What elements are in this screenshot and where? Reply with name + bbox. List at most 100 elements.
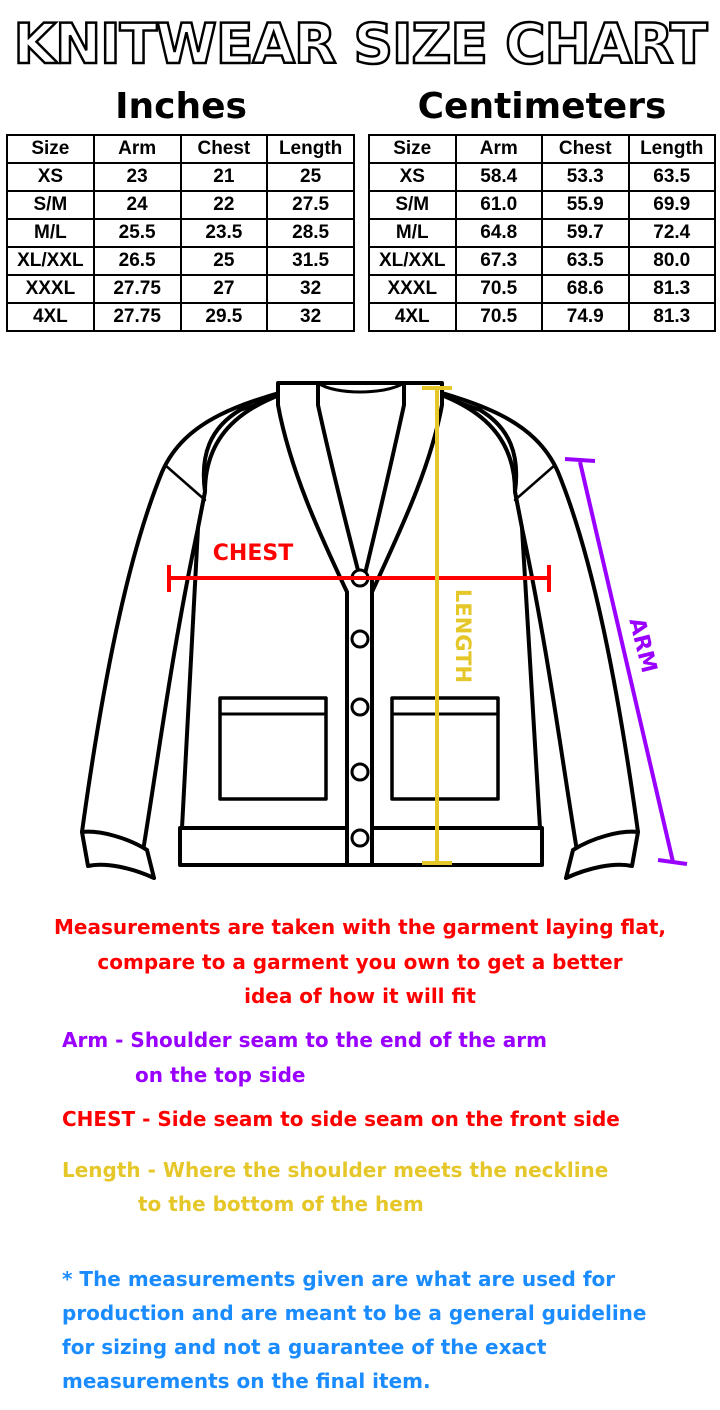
left-shoulder-seam xyxy=(163,463,207,502)
size-cell: 4XL xyxy=(368,302,457,332)
chest-cell: 74.9 xyxy=(541,302,630,332)
centimeters-size-table: Size Arm Chest Length XS 58.4 53.3 63.5 … xyxy=(368,134,716,332)
arm-cell: 27.75 xyxy=(92,274,182,304)
column-header: Chest xyxy=(541,134,630,164)
length-cell: 63.5 xyxy=(627,162,716,192)
centimeters-heading: Centimeters xyxy=(417,86,667,127)
column-header: Size xyxy=(6,134,95,164)
arm-cell: 23 xyxy=(92,162,182,192)
table-row: 4XL 70.5 74.9 81.3 xyxy=(368,302,716,332)
chest-label: CHEST xyxy=(213,541,293,566)
length-cell: 72.4 xyxy=(627,218,716,248)
inches-heading: Inches xyxy=(115,86,247,127)
chest-cell: 21 xyxy=(179,162,269,192)
table-header-row: Size Arm Chest Length xyxy=(6,134,355,164)
left-cuff xyxy=(80,829,156,880)
size-cell: M/L xyxy=(6,218,95,248)
chest-cell: 68.6 xyxy=(541,274,630,304)
arm-cell: 58.4 xyxy=(454,162,543,192)
arm-definition-line-1: Arm - Shoulder seam to the end of the ar… xyxy=(62,1028,547,1052)
table-row: S/M 24 22 27.5 xyxy=(6,190,355,220)
column-header: Chest xyxy=(179,134,269,164)
arm-cell: 70.5 xyxy=(454,274,543,304)
arm-cell: 70.5 xyxy=(454,302,543,332)
chest-cell: 55.9 xyxy=(541,190,630,220)
column-header: Length xyxy=(627,134,716,164)
chest-measure-line xyxy=(167,565,551,592)
size-cell: XXXL xyxy=(368,274,457,304)
disclaimer-line-2: production and are meant to be a general… xyxy=(62,1301,647,1325)
length-cell: 80.0 xyxy=(627,246,716,276)
size-cell: S/M xyxy=(368,190,457,220)
back-neckline xyxy=(316,381,406,394)
table-header-row: Size Arm Chest Length xyxy=(368,134,716,164)
arm-definition-line-2: on the top side xyxy=(135,1063,306,1087)
flat-note-line-2: compare to a garment you own to get a be… xyxy=(97,950,623,974)
length-cell: 31.5 xyxy=(266,246,355,276)
length-cell: 69.9 xyxy=(627,190,716,220)
arm-cell: 27.75 xyxy=(92,302,182,332)
button xyxy=(350,762,370,782)
size-cell: XS xyxy=(6,162,95,192)
disclaimer-line-3: for sizing and not a guarantee of the ex… xyxy=(62,1335,547,1359)
right-shoulder-seam xyxy=(513,463,557,502)
chest-cell: 29.5 xyxy=(179,302,269,332)
size-cell: XL/XXL xyxy=(6,246,95,276)
length-cell: 32 xyxy=(266,274,355,304)
length-measure-line xyxy=(422,386,452,865)
table-row: M/L 25.5 23.5 28.5 xyxy=(6,218,355,248)
arm-cell: 61.0 xyxy=(454,190,543,220)
length-cell: 32 xyxy=(266,302,355,332)
table-row: M/L 64.8 59.7 72.4 xyxy=(368,218,716,248)
table-row: S/M 61.0 55.9 69.9 xyxy=(368,190,716,220)
placket-band-right xyxy=(362,381,444,867)
disclaimer-line-4: measurements on the final item. xyxy=(62,1369,431,1393)
length-label: LENGTH xyxy=(451,589,475,683)
table-row: 4XL 27.75 29.5 32 xyxy=(6,302,355,332)
size-cell: XS xyxy=(368,162,457,192)
button xyxy=(350,697,370,717)
column-header: Size xyxy=(368,134,457,164)
chest-cell: 53.3 xyxy=(541,162,630,192)
inches-size-table: Size Arm Chest Length XS 23 21 25 S/M 24… xyxy=(6,134,355,332)
cardigan-diagram: CHEST LENGTH ARM xyxy=(80,381,688,880)
length-cell: 25 xyxy=(266,162,355,192)
flat-note-line-3: idea of how it will fit xyxy=(244,984,476,1008)
chest-definition: CHEST - Side seam to side seam on the fr… xyxy=(62,1107,620,1131)
column-header: Arm xyxy=(454,134,543,164)
column-header: Length xyxy=(266,134,355,164)
table-row: XS 58.4 53.3 63.5 xyxy=(368,162,716,192)
length-definition-line-2: to the bottom of the hem xyxy=(138,1192,424,1216)
button xyxy=(350,629,370,649)
table-row: XL/XXL 26.5 25 31.5 xyxy=(6,246,355,276)
table-row: XXXL 70.5 68.6 81.3 xyxy=(368,274,716,304)
table-row: XXXL 27.75 27 32 xyxy=(6,274,355,304)
chest-cell: 22 xyxy=(179,190,269,220)
size-cell: S/M xyxy=(6,190,95,220)
right-cuff xyxy=(564,829,640,880)
size-cell: M/L xyxy=(368,218,457,248)
length-cell: 27.5 xyxy=(266,190,355,220)
size-cell: XL/XXL xyxy=(368,246,457,276)
chest-cell: 63.5 xyxy=(541,246,630,276)
disclaimer-line-1: * The measurements given are what are us… xyxy=(62,1267,616,1291)
arm-cell: 26.5 xyxy=(92,246,182,276)
length-definition-line-1: Length - Where the shoulder meets the ne… xyxy=(62,1158,609,1182)
table-row: XS 23 21 25 xyxy=(6,162,355,192)
arm-measure-line xyxy=(564,457,688,866)
length-cell: 28.5 xyxy=(266,218,355,248)
chest-cell: 27 xyxy=(179,274,269,304)
chest-cell: 59.7 xyxy=(541,218,630,248)
arm-cell: 67.3 xyxy=(454,246,543,276)
button xyxy=(350,828,370,848)
page-title: KNITWEAR SIZE CHART xyxy=(12,11,708,78)
table-row: XL/XXL 67.3 63.5 80.0 xyxy=(368,246,716,276)
chest-cell: 23.5 xyxy=(179,218,269,248)
column-header: Arm xyxy=(92,134,182,164)
flat-note-line-1: Measurements are taken with the garment … xyxy=(54,915,666,939)
arm-cell: 24 xyxy=(92,190,182,220)
length-cell: 81.3 xyxy=(627,274,716,304)
arm-cell: 64.8 xyxy=(454,218,543,248)
arm-cell: 25.5 xyxy=(92,218,182,248)
length-cell: 81.3 xyxy=(627,302,716,332)
